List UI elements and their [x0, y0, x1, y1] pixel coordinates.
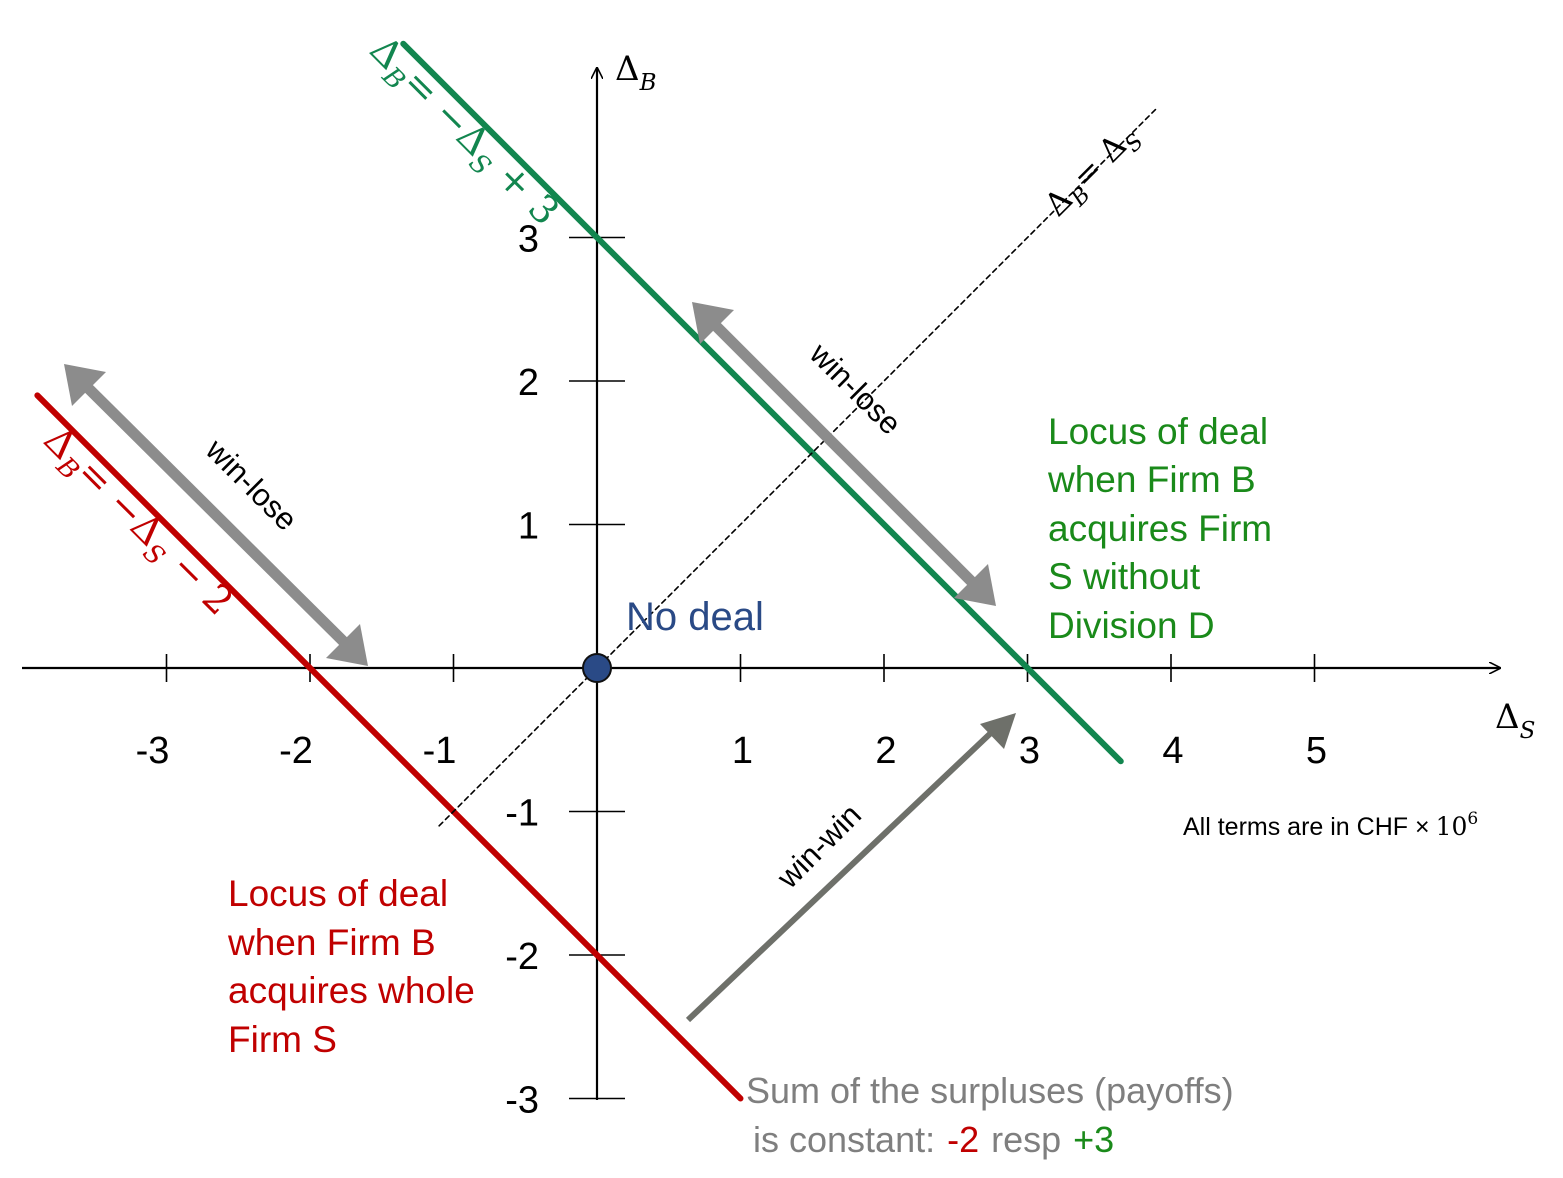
svg-text:when Firm B: when Firm B [1047, 459, 1256, 500]
series-layer [34, 40, 1158, 1102]
diagonal-line-label: ΔB= ΔS [1037, 116, 1149, 228]
svg-text:Firm S: Firm S [228, 1019, 337, 1060]
win-win-label: win-win [769, 797, 868, 896]
svg-text:Locus of deal: Locus of deal [228, 873, 448, 914]
y-tick-label: -1 [505, 793, 539, 835]
x-tick-label: 1 [732, 730, 753, 772]
x-tick-label: 3 [1019, 730, 1040, 772]
svg-text:acquires Firm: acquires Firm [1048, 508, 1272, 549]
x-tick-label: -1 [423, 730, 457, 772]
x-tick-label: -3 [136, 730, 170, 772]
win-lose-arrow-upper [692, 302, 996, 606]
x-tick-label: 4 [1162, 730, 1183, 772]
red-locus-text: Locus of deal when Firm B acquires whole… [227, 873, 475, 1060]
svg-text:acquires whole: acquires whole [228, 970, 475, 1011]
y-tick-label: -3 [505, 1080, 539, 1122]
y-ticks: 3 2 1 -1 -2 -3 [505, 219, 625, 1122]
y-tick-label: 1 [518, 506, 539, 548]
win-win-arrow [685, 713, 1016, 1023]
svg-text:when Firm B: when Firm B [227, 922, 436, 963]
origin-point [582, 653, 612, 683]
x-axis-label: ΔS [1495, 697, 1535, 744]
svg-text:S without: S without [1048, 556, 1201, 597]
x-ticks: -3 -2 -1 1 2 3 4 5 [136, 654, 1327, 772]
y-tick-label: 2 [518, 362, 539, 404]
units-note: All terms are in CHF ×106 [1183, 809, 1478, 841]
series-line-2 [438, 107, 1158, 827]
win-lose-left-label: win-lose [198, 431, 304, 537]
green-locus-text: Locus of deal when Firm B acquires Firm … [1047, 411, 1272, 646]
green-line-label: ΔB= −ΔS + 3 [357, 27, 568, 238]
series-line-1 [34, 392, 744, 1102]
x-tick-label: 2 [875, 730, 896, 772]
y-tick-label: 3 [518, 219, 539, 261]
svg-text:Sum of the surpluses (payoffs): Sum of the surpluses (payoffs) [746, 1070, 1234, 1111]
svg-text:Division D: Division D [1048, 605, 1215, 646]
no-deal-label: No deal [626, 595, 764, 639]
x-tick-label: -2 [279, 730, 313, 772]
sum-note: Sum of the surpluses (payoffs) is consta… [746, 1070, 1234, 1160]
svg-text:Locus of deal: Locus of deal [1048, 411, 1268, 452]
series-line-0 [400, 40, 1124, 765]
y-axis-label: ΔB [615, 49, 656, 96]
win-lose-arrow-left [64, 364, 368, 666]
y-tick-label: -2 [505, 936, 539, 978]
x-tick-label: 5 [1306, 730, 1327, 772]
